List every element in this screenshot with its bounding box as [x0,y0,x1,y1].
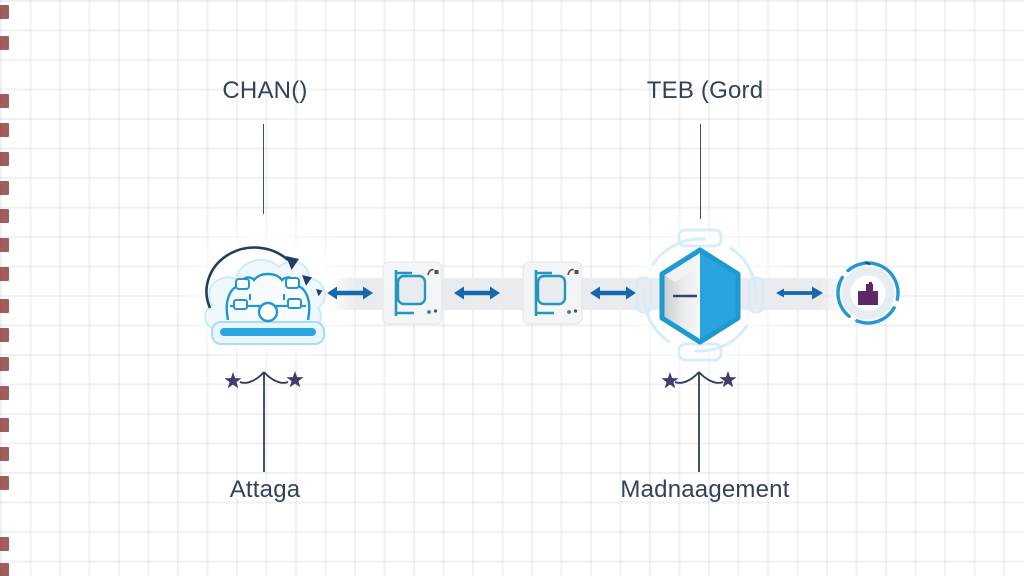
edge-mark [0,209,9,223]
edge-mark [0,476,9,490]
edge-mark [0,152,9,166]
edge-mark [0,94,9,108]
connector-line-top-left [263,124,264,214]
edge-mark [0,357,9,371]
label-top-right: TEB (Gord [646,77,764,104]
edge-mark [0,537,9,551]
star-icon [286,371,304,388]
star-icon [224,372,242,389]
label-top-left: CHAN() [222,77,308,104]
cycle-flask-icon [836,261,900,325]
double-arrow-icon-2 [454,286,500,300]
edge-mark [0,36,9,50]
star-branch-icon-right [661,371,737,472]
edge-mark [0,123,9,137]
edge-mark [0,386,9,400]
edge-mark [0,447,9,461]
label-bottom-right: Madnaagement [620,476,790,503]
star-branch-icon-left [224,371,304,472]
edge-mark [0,238,9,252]
double-arrow-icon-4 [776,286,823,300]
cloud-sync-machine-icon [204,246,326,345]
double-arrow-icon-3 [590,286,636,300]
edge-mark [0,328,9,342]
edge-mark [0,418,9,432]
star-icon [719,371,737,388]
connector-line-top-right [700,124,701,219]
edge-mark [0,299,9,313]
edge-mark [0,181,9,195]
label-bottom-left: Attaga [229,476,301,503]
edge-mark [0,5,9,19]
hexagon-module-icon [635,228,765,362]
flask-shape [858,282,878,305]
bracket-connector-icon-2 [522,261,583,325]
bracket-connector-icon-1 [382,261,443,325]
star-icon [661,372,679,389]
edge-mark [0,267,9,281]
edge-mark [0,563,9,576]
double-arrow-icon-1 [327,286,373,300]
